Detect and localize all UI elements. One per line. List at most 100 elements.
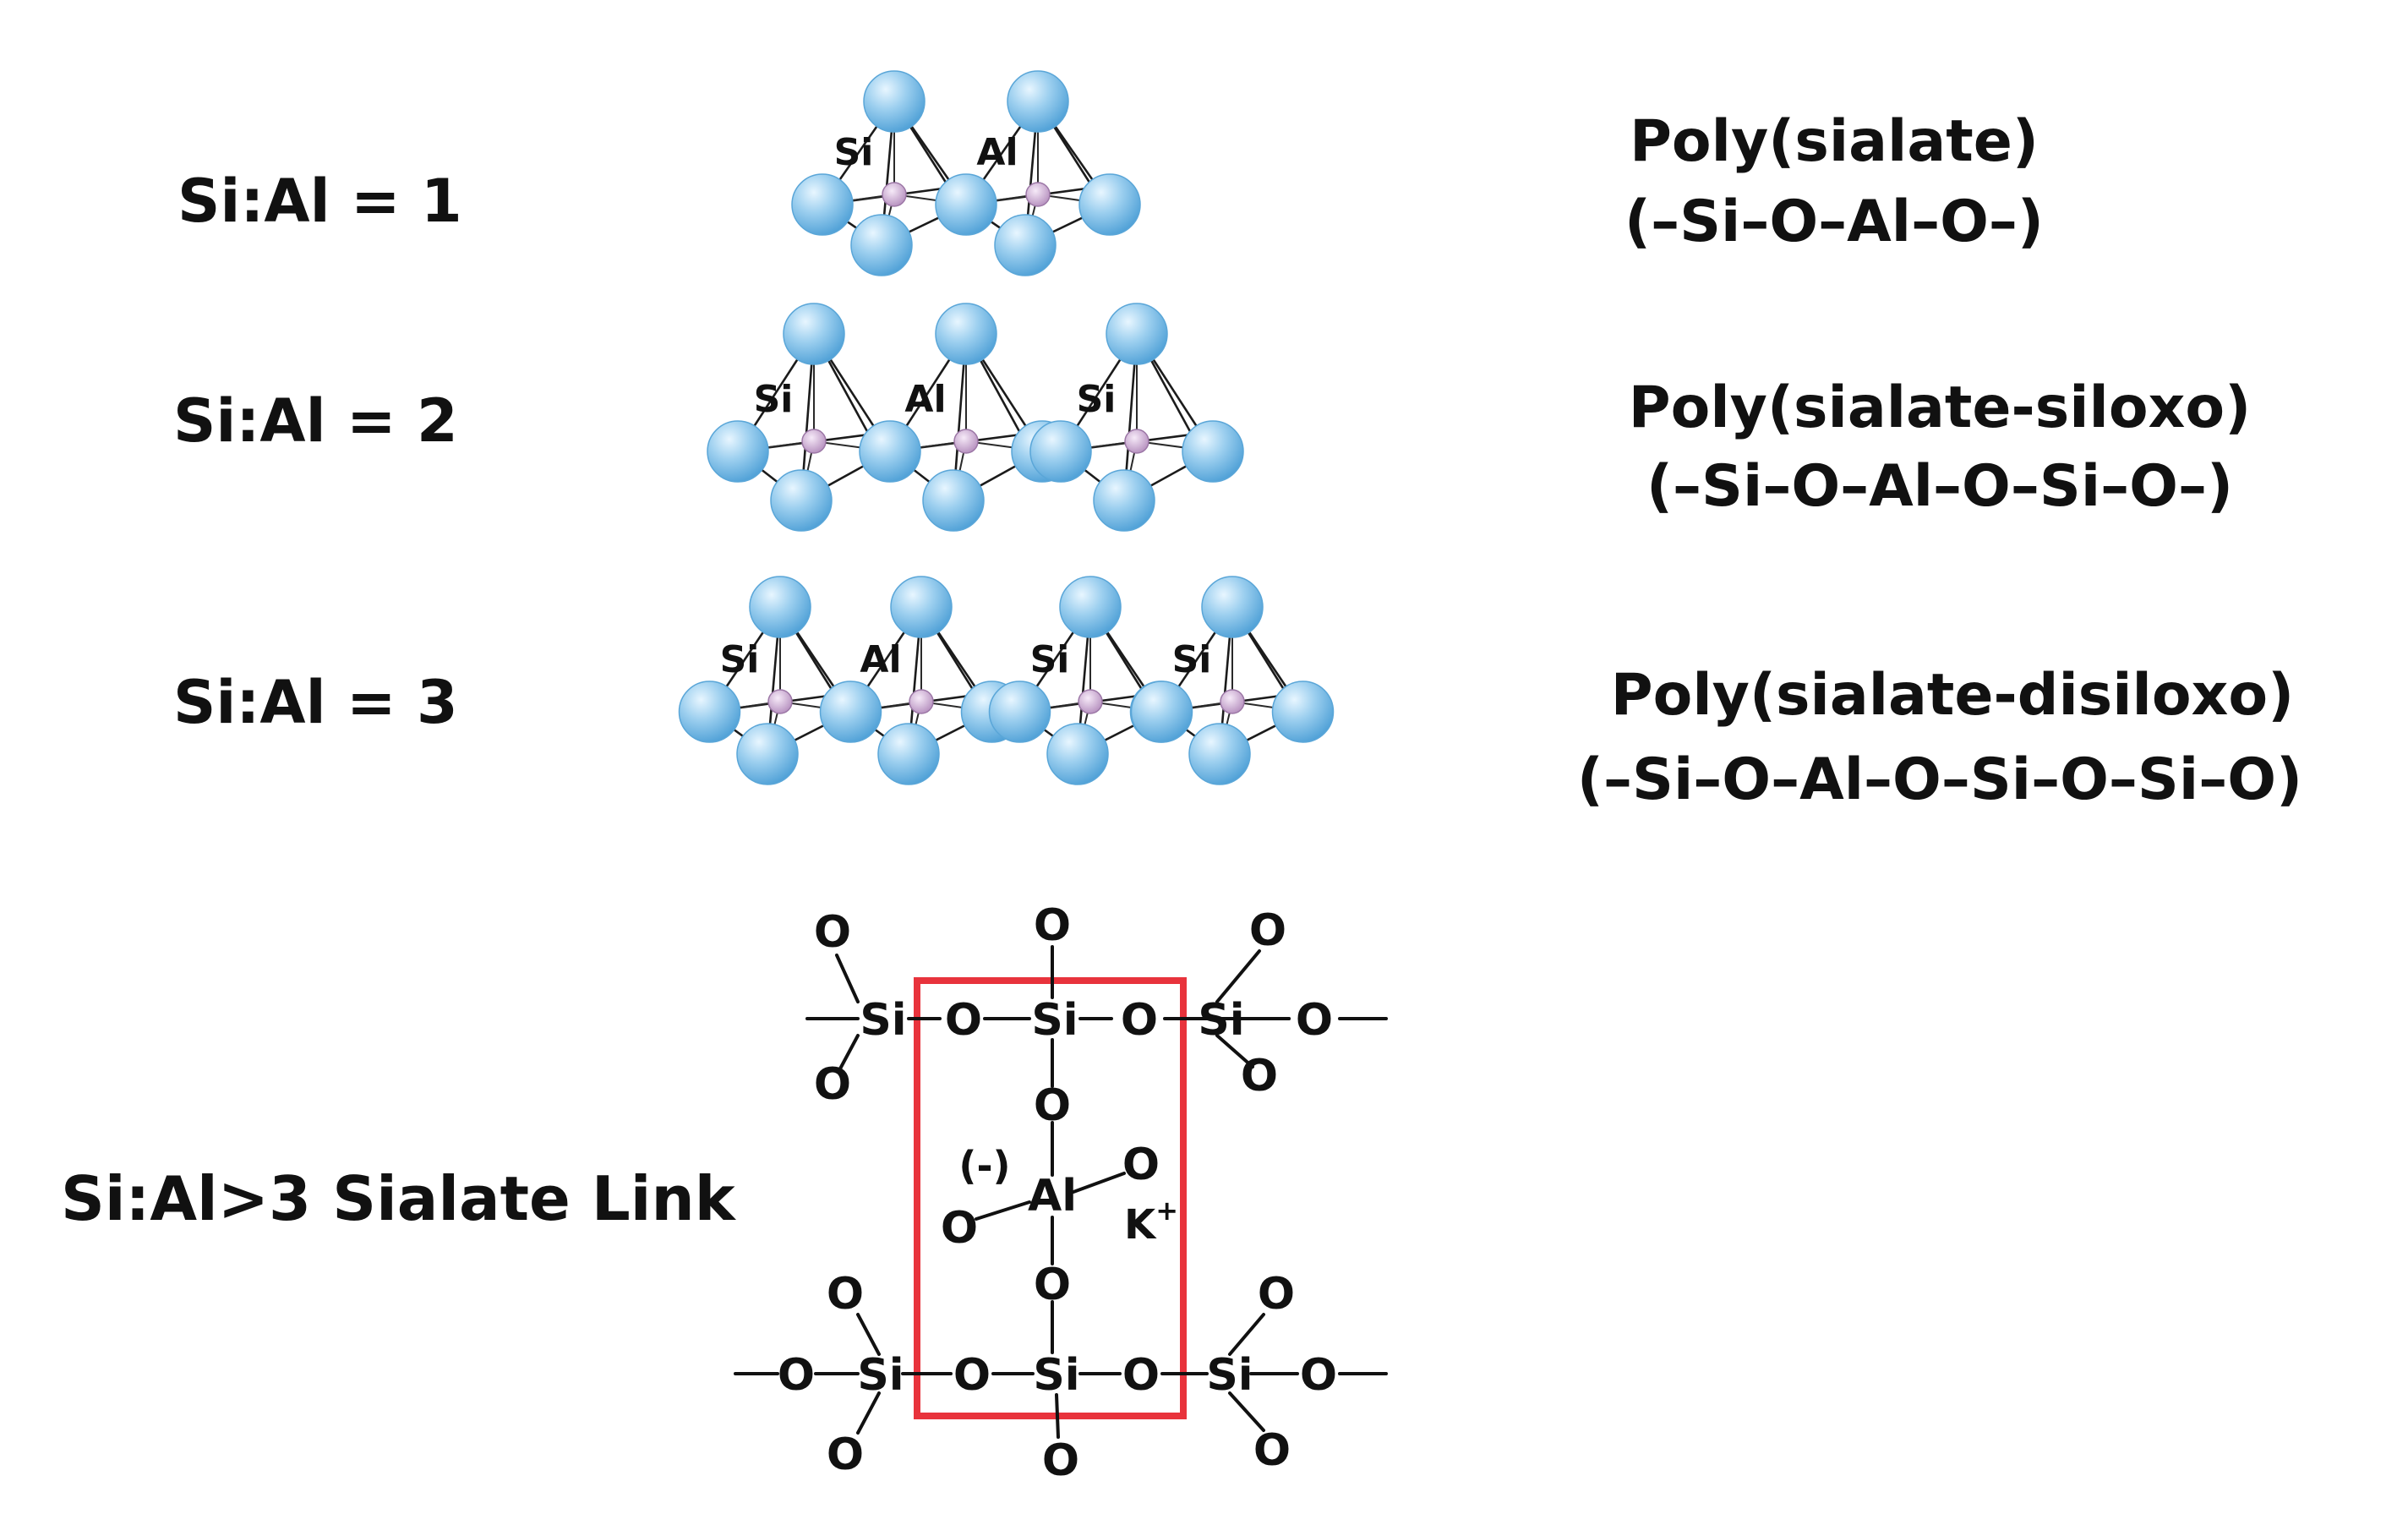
atom-o-top-2: O (1121, 995, 1158, 1046)
oxygen-sphere (1078, 173, 1141, 236)
atom-o-top-1: O (945, 995, 982, 1046)
atom-al-center: Al (1028, 1171, 1077, 1222)
oxygen-sphere (819, 681, 882, 743)
oxygen-sphere (877, 723, 940, 785)
tetrahedron-center-atom (953, 429, 979, 454)
atom-o-al-right: O (1122, 1140, 1160, 1190)
oxygen-sphere (678, 681, 741, 743)
atom-o-bottom-down-left: O (827, 1429, 864, 1480)
tetrahedron-label: Si (834, 131, 874, 174)
tetrahedra-chain-ratio-3: Si Al Si Si (678, 576, 1335, 785)
tetrahedron-center-atom (1078, 689, 1103, 714)
tetrahedron-center-atom (909, 689, 934, 714)
atom-si-top-left: Si (860, 995, 906, 1046)
polymer-name-1: Poly(sialate) (1630, 108, 2039, 175)
oxygen-sphere (1046, 723, 1109, 785)
atom-o-bottom-down-center: O (1042, 1435, 1079, 1486)
oxygen-sphere (863, 70, 926, 133)
oxygen-sphere (1201, 576, 1264, 638)
oxygen-sphere (1029, 420, 1092, 483)
tetrahedron-label: Si (1172, 638, 1212, 681)
atom-o-bottom-2: O (953, 1350, 991, 1401)
oxygen-sphere (1059, 576, 1122, 638)
oxygen-sphere (994, 214, 1057, 276)
tetrahedron-label: Al (904, 378, 946, 421)
polymer-formula-2: (–Si–O–Al–O–Si–O–) (1646, 453, 2233, 520)
atom-o-bottom-1: O (778, 1350, 815, 1401)
tetrahedron-center-atom (882, 182, 907, 207)
oxygen-sphere (736, 723, 799, 785)
tetrahedra-chain-ratio-2: Si Al Si (707, 303, 1244, 532)
polymer-formula-1: (–Si–O–Al–O–) (1624, 189, 2044, 255)
atom-o-top-3: O (1296, 995, 1333, 1046)
tetrahedra-labels: Si Al Si (754, 378, 1117, 421)
atom-o-top-down-right: O (1241, 1051, 1278, 1101)
oxygen-sphere (890, 576, 953, 638)
oxygen-sphere (1271, 681, 1335, 743)
charge-label: (-) (958, 1143, 1010, 1189)
tetrahedra-labels: Si Al Si Si (720, 638, 1212, 681)
oxygen-sphere (770, 469, 833, 532)
oxygen-sphere (1188, 723, 1251, 785)
tetrahedra-labels: Si Al (834, 131, 1018, 174)
tetrahedron-center-atom (1124, 429, 1149, 454)
oxygen-sphere (1093, 469, 1155, 532)
cation-label: K+ (1124, 1194, 1178, 1249)
oxygen-sphere (1182, 420, 1244, 483)
atom-o-top-up-left: O (814, 907, 851, 958)
atom-o-top-up-right: O (1249, 905, 1286, 956)
sialate-highlight-box (914, 977, 1187, 1419)
ratio-label-2: Si:Al = 2 (173, 386, 458, 456)
sialate-link-structure: Si O Si O Si O O O O O O O (-) Al O O K+… (734, 900, 1388, 1486)
atom-o-bottom-up-right: O (1258, 1269, 1295, 1320)
oxygen-sphere (749, 576, 811, 638)
atom-o-bottom-down-right: O (1253, 1425, 1291, 1476)
oxygen-sphere (922, 469, 985, 532)
ratio-label-1: Si:Al = 1 (177, 167, 462, 236)
atom-si-top-right: Si (1198, 995, 1244, 1046)
oxygen-sphere (1130, 681, 1193, 743)
atom-o-top-up-center: O (1034, 900, 1071, 951)
atom-o-bridge-lower: O (1034, 1260, 1071, 1310)
atom-o-al-left: O (941, 1203, 978, 1254)
oxygen-spheres (707, 303, 1244, 532)
oxygen-sphere (783, 303, 845, 365)
oxygen-sphere (935, 173, 997, 236)
atom-o-top-down-left: O (814, 1059, 851, 1110)
polymer-name-2: Poly(sialate-siloxo) (1629, 374, 2251, 441)
tetrahedra-chain-ratio-1: Si Al (791, 70, 1141, 276)
atom-o-bottom-up-left: O (827, 1269, 864, 1320)
tetrahedron-label: Si (1077, 378, 1117, 421)
tetrahedron-label: Si (1030, 638, 1070, 681)
oxygen-sphere (859, 420, 921, 483)
tetrahedron-center-atom (1220, 689, 1245, 714)
tetrahedron-label: Si (720, 638, 760, 681)
atom-si-top-center: Si (1031, 995, 1078, 1046)
oxygen-sphere (935, 303, 997, 365)
atom-si-bottom-center: Si (1033, 1350, 1079, 1401)
oxygen-sphere (1007, 70, 1069, 133)
atom-o-bridge-upper: O (1034, 1080, 1071, 1131)
tetrahedron-center-atom (801, 429, 827, 454)
polymer-name-3: Poly(sialate-disiloxo) (1611, 662, 2294, 729)
sialate-link-label: Si:Al>3 Sialate Link (61, 1163, 737, 1234)
oxygen-sphere (707, 420, 769, 483)
oxygen-sphere (791, 173, 854, 236)
tetrahedron-center-atom (1025, 182, 1051, 207)
tetrahedron-label: Al (976, 131, 1018, 174)
tetrahedron-center-atom (767, 689, 793, 714)
ratio-label-3: Si:Al = 3 (173, 668, 458, 737)
atom-si-bottom-right: Si (1206, 1350, 1253, 1401)
oxygen-sphere (1106, 303, 1168, 365)
oxygen-spheres (678, 576, 1335, 785)
tetrahedron-label: Si (754, 378, 794, 421)
oxygen-sphere (850, 214, 913, 276)
atom-si-bottom-left: Si (857, 1350, 904, 1401)
atom-o-bottom-4: O (1300, 1350, 1337, 1401)
oxygen-sphere (988, 681, 1051, 743)
polymer-formula-3: (–Si–O–Al–O–Si–O–Si–O) (1577, 746, 2302, 813)
oxygen-spheres (791, 70, 1141, 276)
tetrahedron-label: Al (860, 638, 901, 681)
atom-o-bottom-3: O (1122, 1350, 1160, 1401)
